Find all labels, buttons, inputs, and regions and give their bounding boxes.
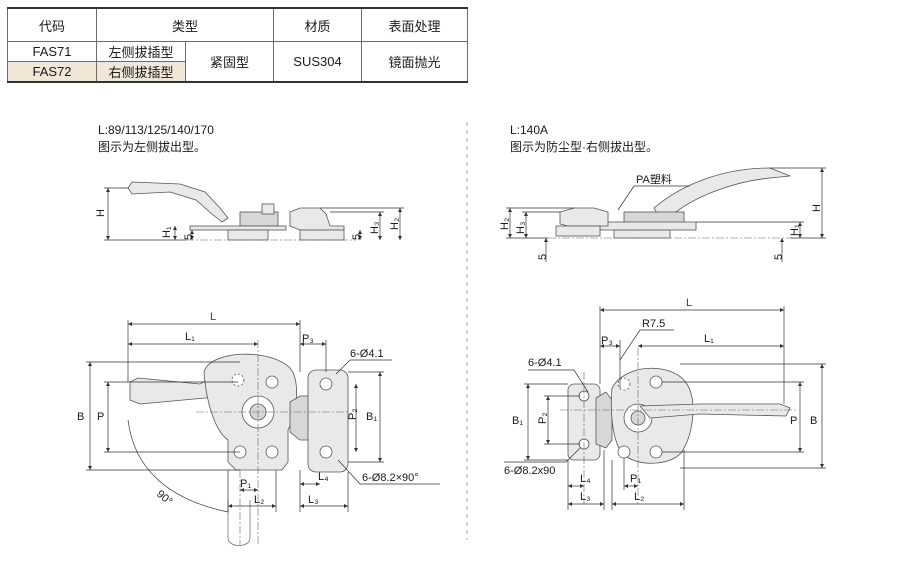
dim-L-right: L — [686, 297, 692, 309]
dim-H3-right: H₃ — [515, 222, 527, 234]
dim-P3-left: P₃ — [302, 333, 314, 345]
right-note-line1: L:140A — [510, 123, 549, 137]
dim-P-right: P — [790, 415, 797, 427]
header-type: 类型 — [96, 7, 274, 42]
dim-P1-right: P₁ — [630, 473, 641, 485]
dim-B-left: B — [77, 411, 84, 423]
dim-L2-right: L₂ — [634, 491, 644, 503]
dim-B1-left: B₁ — [366, 411, 377, 423]
dim-P2-left: P₂ — [347, 408, 359, 420]
left-note: L:89/113/125/140/170 图示为左侧拔出型。 — [98, 122, 214, 156]
dim-H-left: H — [95, 209, 107, 217]
dim-H3-left: H₃ — [369, 222, 381, 234]
dim-H1-right: H₁ — [789, 224, 801, 236]
row-type-fas72: 右侧拔插型 — [96, 61, 186, 83]
left-note-line1: L:89/113/125/140/170 — [98, 123, 214, 137]
dim-5-right-b: 5 — [773, 254, 785, 260]
right-top-view — [560, 348, 796, 504]
header-code: 代码 — [7, 7, 97, 42]
dim-angle-left: 90° — [154, 488, 174, 508]
dim-P3-right: P₃ — [601, 335, 613, 347]
dim-L1-left: L₁ — [185, 331, 195, 343]
right-side-view — [548, 167, 791, 239]
dim-L3-left: L₃ — [308, 494, 319, 506]
header-surface: 表面处理 — [361, 7, 468, 42]
left-note-line2: 图示为左侧拔出型。 — [98, 140, 207, 154]
right-note-line2: 图示为防尘型·右侧拔出型。 — [510, 140, 658, 154]
dim-5-right-a: 5 — [537, 254, 549, 260]
label-hole-small-left: 6-Ø4.1 — [350, 348, 384, 360]
row-code-fas71: FAS71 — [7, 41, 97, 62]
dim-H1-left: H₁ — [161, 226, 173, 238]
label-hole-small-right: 6-Ø4.1 — [528, 357, 562, 369]
dim-L1-right: L₁ — [704, 333, 714, 345]
dim-H-right: H — [811, 204, 823, 212]
spec-table: 代码 类型 材质 表面处理 FAS71 左侧拔插型 紧固型 SUS304 镜面抛… — [7, 7, 468, 83]
dim-L2-left: L₂ — [254, 494, 264, 506]
row-type-fas71: 左侧拔插型 — [96, 41, 186, 62]
dim-L3-right: L₃ — [580, 491, 591, 503]
row-code-fas72: FAS72 — [7, 61, 97, 83]
shared-subtype: 紧固型 — [185, 41, 274, 83]
right-note: L:140A 图示为防尘型·右侧拔出型。 — [510, 122, 658, 156]
label-hole-countersink-left: 6-Ø8.2×90° — [362, 472, 419, 484]
shared-material: SUS304 — [273, 41, 362, 83]
dim-P2-right: P₂ — [537, 412, 549, 424]
left-top-view — [129, 340, 350, 546]
dim-B1-right: B₁ — [512, 415, 523, 427]
dim-B-right: B — [810, 415, 817, 427]
dim-H2-left: H₂ — [389, 218, 401, 230]
dim-5-left-a: 5 — [183, 234, 195, 240]
dim-P-left: P — [97, 411, 104, 423]
dim-5-left-b: 5 — [351, 234, 363, 240]
label-pa-plastic: PA塑料 — [636, 172, 672, 186]
label-radius: R7.5 — [642, 318, 665, 330]
dim-L4-right: L₄ — [580, 473, 591, 485]
left-side-view — [127, 181, 356, 241]
dim-H2-right: H₂ — [499, 218, 511, 230]
dim-P1-left: P₁ — [240, 478, 251, 490]
label-hole-countersink-right: 6-Ø8.2x90 — [504, 465, 555, 477]
shared-surface: 镜面抛光 — [361, 41, 468, 83]
dim-L-left: L — [210, 311, 216, 323]
dim-L4-left: L₄ — [318, 471, 329, 483]
